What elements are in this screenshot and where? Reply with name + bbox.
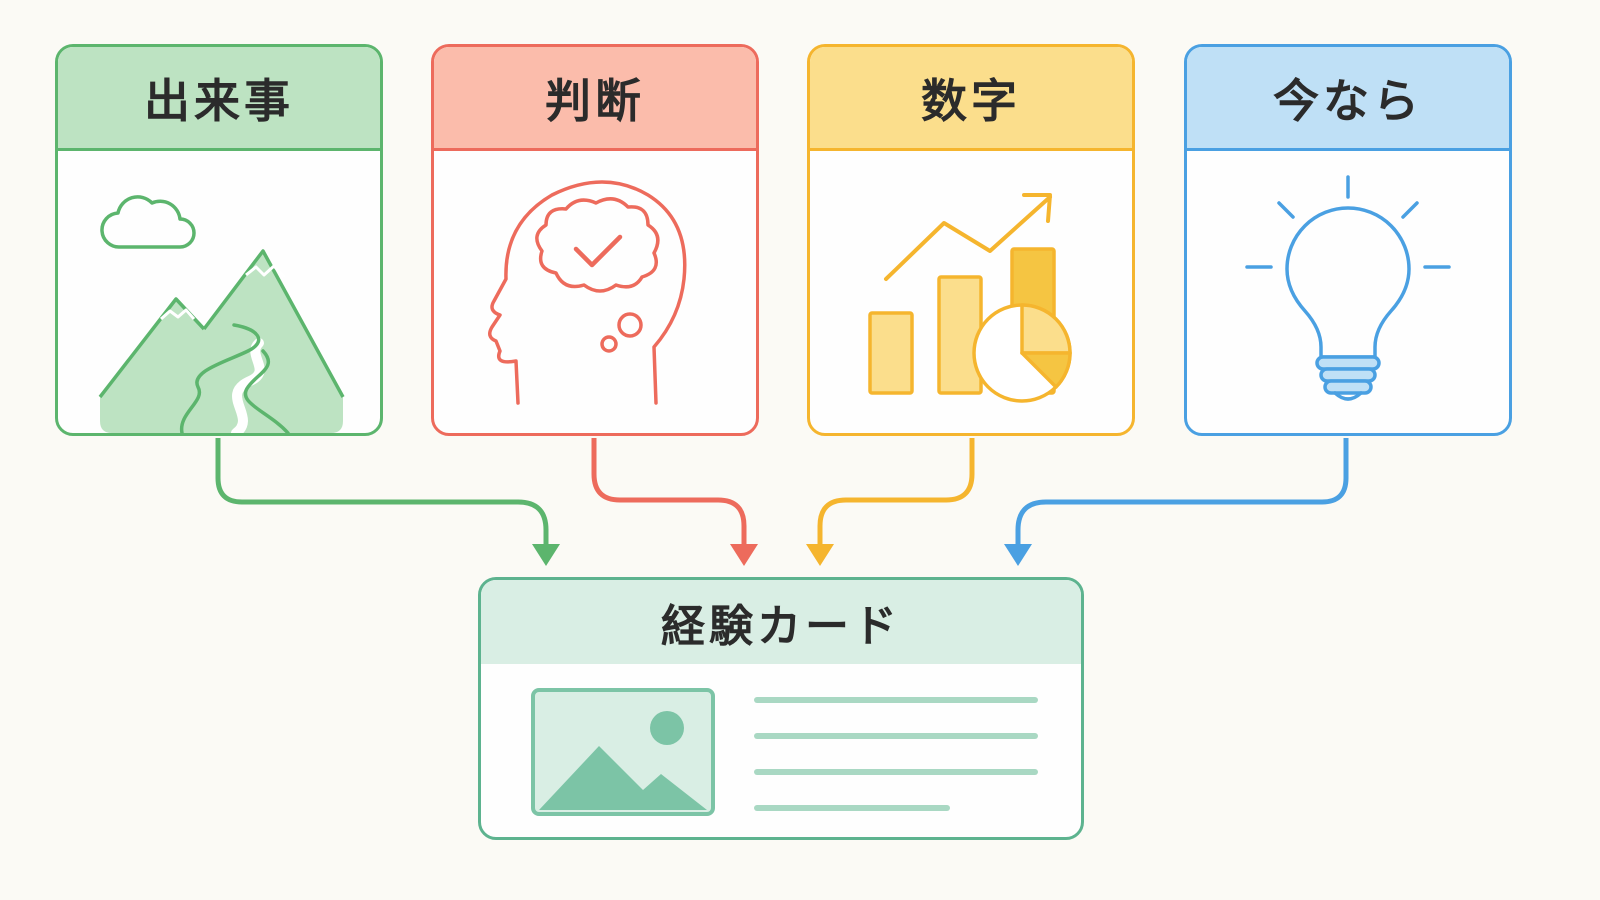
card-numbers-body: [810, 151, 1132, 433]
card-now-header: 今なら: [1187, 47, 1509, 151]
card-judgement-header: 判断: [434, 47, 756, 151]
card-numbers-header: 数字: [810, 47, 1132, 151]
arrow-numbers: [817, 438, 975, 546]
card-now: 今なら: [1184, 44, 1512, 436]
mountain-landscape-icon: [98, 195, 345, 433]
arrowhead-judgement: [730, 544, 758, 566]
experience-card-body: [481, 664, 1081, 837]
card-now-title: 今なら: [1273, 73, 1423, 128]
card-judgement-body: [434, 151, 756, 433]
card-events-title: 出来事: [144, 73, 294, 128]
head-thinking-check-icon: [488, 180, 687, 405]
arrowhead-now: [1004, 544, 1032, 566]
arrow-now: [1015, 438, 1349, 546]
experience-card-title: 経験カード: [661, 601, 901, 652]
card-events-body: [58, 151, 380, 433]
card-numbers: 数字: [807, 44, 1135, 436]
experience-card-header: 経験カード: [481, 580, 1081, 664]
arrowhead-events: [532, 544, 560, 566]
card-events: 出来事: [55, 44, 383, 436]
arrow-events: [215, 438, 549, 546]
card-judgement-title: 判断: [545, 73, 645, 128]
card-judgement: 判断: [431, 44, 759, 436]
arrow-judgement: [591, 438, 747, 546]
image-placeholder-icon: [531, 688, 1038, 816]
bar-chart-growth-icon: [868, 193, 1072, 403]
card-events-header: 出来事: [58, 47, 380, 151]
card-now-body: [1187, 151, 1509, 433]
arrowhead-numbers: [806, 544, 834, 566]
card-numbers-title: 数字: [921, 73, 1021, 128]
experience-card: 経験カード: [478, 577, 1084, 840]
lightbulb-icon: [1245, 175, 1451, 401]
